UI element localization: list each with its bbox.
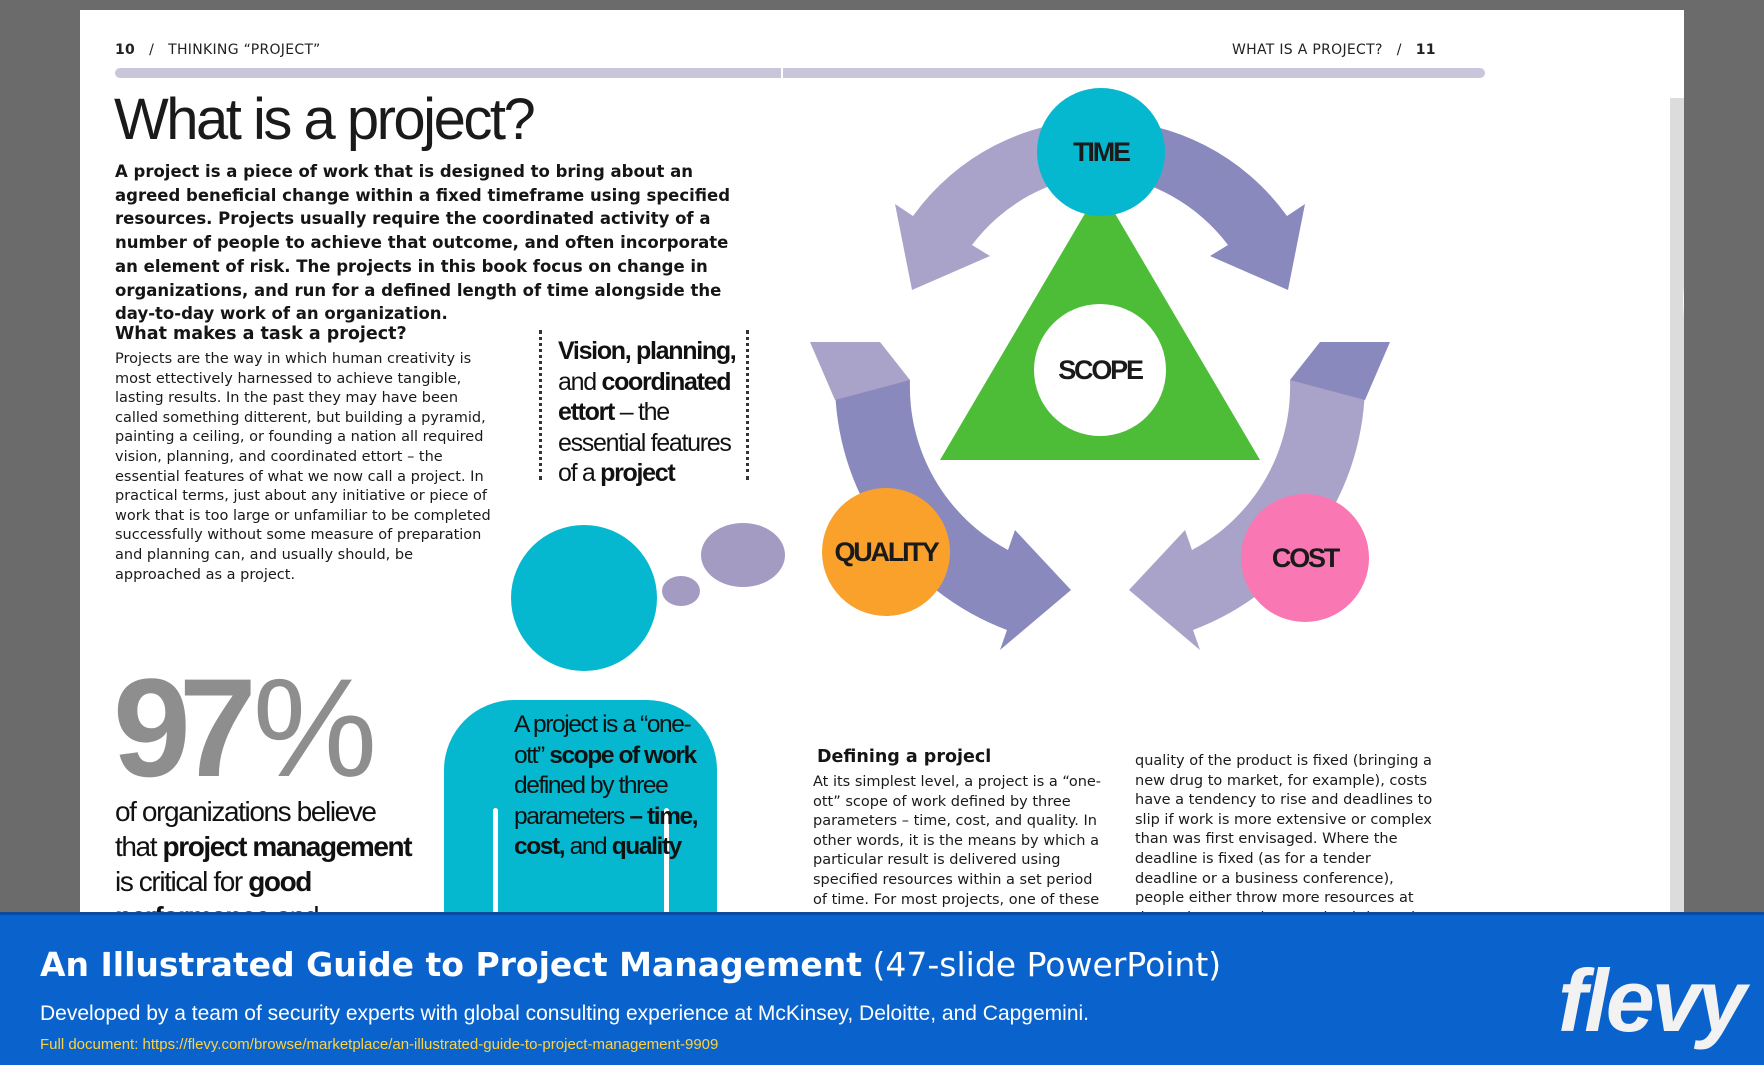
person-bold-1: scope of work [549,741,697,769]
page-title: What is a project? [114,87,536,152]
right-page-number: 11 [1415,42,1436,58]
person-text-1: A project is a “one-ott” [514,711,692,769]
banner-subtitle: Developed by a team of security experts … [40,1002,1089,1025]
scope-label: SCOPE [1058,355,1143,385]
stat-value: 97 [113,649,257,806]
person-body-icon [444,700,717,940]
quote-bold-2: coordinated ettort [558,367,732,427]
book-spread: 10 / THINKING “PROJECT” WHAT IS A PROJECT?… [80,10,1684,940]
person-arm-line-right [664,808,669,940]
person-text-2: defined by three parameters [514,772,669,830]
stat-text-1: of organizations believe that [115,796,377,862]
defining-heading: Defining a projecl [817,747,992,767]
thought-bubble-small [662,576,700,606]
pull-quote: Vision, planning, and coordinated ettort… [539,330,749,487]
full-document-link[interactable]: Full document: https://flevy.com/browse/… [40,1036,719,1053]
person-arm-line-left [493,808,498,940]
header-rule-right [783,68,1485,78]
arrow-right-upper [1290,342,1390,400]
header-rule-left [115,68,781,78]
quote-text-1: and [558,367,597,396]
header-separator: / [1396,42,1402,58]
task-heading: What makes a task a project? [115,324,407,344]
scope-circle [1034,304,1166,436]
defining-body: At its simplest level, a project is a “o… [813,774,1102,927]
person-bold-2: – time, cost, [514,802,699,861]
quality-label: QUALITY [834,537,939,567]
stat-bold-1: project management [162,831,413,862]
right-section-title: WHAT IS A PROJECT? [1232,42,1383,58]
left-page-number: 10 [115,42,136,58]
stat-text-2: is critical for [115,866,243,897]
stat-percent: % [252,649,378,806]
time-label: TIME [1073,137,1130,167]
arrow-left-upper [810,342,910,400]
quote-bold-3: project [600,459,676,487]
right-page-header: WHAT IS A PROJECT? / 11 [1232,42,1436,58]
quote-text-2: – the essential features of a [558,398,732,487]
banner-title-bold: An Illustrated Guide to Project Manageme… [40,945,863,984]
header-separator: / [149,42,155,58]
task-body: Projects are the way in which human crea… [115,351,491,583]
cost-node [1241,494,1369,622]
quality-node [822,488,950,616]
thought-bubble-large [701,523,785,587]
arrow-cost-to-quality-right [1129,380,1366,650]
left-page-header: 10 / THINKING “PROJECT” [115,42,321,58]
person-text-3: and [569,833,608,860]
arrow-quality-to-cost-left [834,380,1071,650]
stat-number: 97% [113,658,377,798]
flevy-logo[interactable]: flevy [1558,951,1747,1050]
project-triangle-diagram: SCOPE TIME QUALITY COST [810,88,1390,650]
left-section-title: THINKING “PROJECT” [168,42,321,58]
time-node [1037,88,1165,216]
person-text: A project is a “one-ott” scope of work d… [514,710,714,863]
intro-paragraph: A project is a piece of work that is des… [115,162,731,324]
quote-bold-1: Vision, planning, [558,337,737,365]
page-shadow-strip [1670,98,1684,940]
banner-title: An Illustrated Guide to Project Manageme… [40,945,1221,984]
person-head-icon [511,525,657,671]
person-bold-3: quality [611,833,683,860]
promo-banner: An Illustrated Guide to Project Manageme… [0,912,1764,1065]
banner-title-thin: (47-slide PowerPoint) [872,945,1222,984]
cost-label: COST [1272,543,1341,573]
